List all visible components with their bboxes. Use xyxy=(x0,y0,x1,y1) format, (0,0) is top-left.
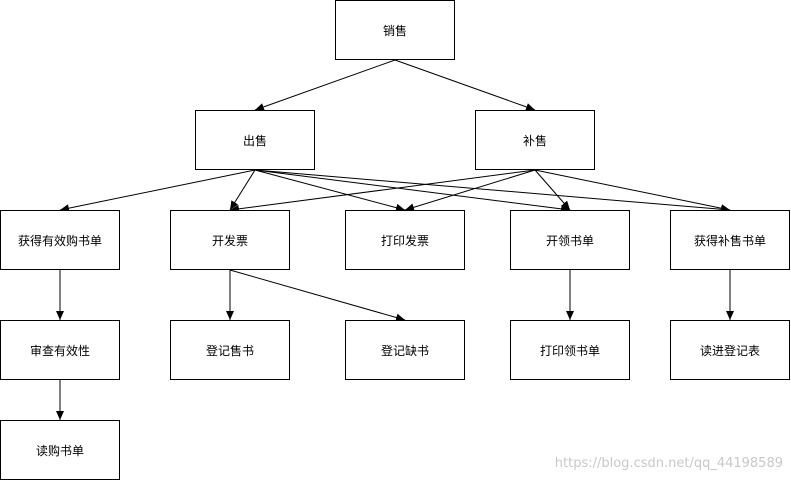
node-label: 登记售书 xyxy=(205,343,254,358)
node-label: 获得补售书单 xyxy=(693,233,766,248)
node-read-order[interactable]: 读购书单 xyxy=(0,420,120,480)
edge-sell-to-restock-list xyxy=(254,169,731,214)
node-pick-list[interactable]: 开领书单 xyxy=(510,210,630,270)
node-invoice[interactable]: 开发票 xyxy=(170,210,290,270)
node-print-invoice[interactable]: 打印发票 xyxy=(345,210,465,270)
node-label: 打印发票 xyxy=(380,233,429,248)
node-label: 登记缺书 xyxy=(380,343,429,358)
edges-layer xyxy=(56,59,734,420)
edge-root-to-sell xyxy=(254,59,396,111)
edge-sell-to-valid-order xyxy=(59,169,256,213)
node-label: 获得有效购书单 xyxy=(17,233,102,248)
node-label: 开发票 xyxy=(211,233,248,248)
edge-invoice-to-record-missing xyxy=(229,269,406,322)
edge-restock-to-print-invoice xyxy=(404,169,536,212)
edge-sell-to-pick-list xyxy=(254,169,571,213)
node-label: 审查有效性 xyxy=(29,343,90,358)
node-record-missing[interactable]: 登记缺书 xyxy=(345,320,465,380)
node-sell[interactable]: 出售 xyxy=(195,110,315,170)
node-valid-order[interactable]: 获得有效购书单 xyxy=(0,210,120,270)
edge-root-to-restock xyxy=(394,59,536,111)
node-restock-list[interactable]: 获得补售书单 xyxy=(670,210,790,270)
edge-restock-to-restock-list xyxy=(534,169,731,213)
node-label: 销售 xyxy=(382,23,407,38)
node-label: 补售 xyxy=(522,133,547,148)
edge-sell-to-print-invoice xyxy=(254,169,406,212)
node-label: 开领书单 xyxy=(545,233,594,248)
node-label: 读进登记表 xyxy=(699,343,760,358)
node-root[interactable]: 销售 xyxy=(335,0,455,60)
node-label: 读购书单 xyxy=(35,443,84,458)
edge-restock-to-invoice xyxy=(229,169,536,213)
node-label: 出售 xyxy=(242,133,267,148)
node-check-validity[interactable]: 审查有效性 xyxy=(0,320,120,380)
node-record-sold[interactable]: 登记售书 xyxy=(170,320,290,380)
node-print-pick-list[interactable]: 打印领书单 xyxy=(510,320,630,380)
edge-sell-to-invoice xyxy=(229,169,256,211)
node-label: 打印领书单 xyxy=(539,343,600,358)
edge-restock-to-pick-list xyxy=(534,169,571,211)
node-restock[interactable]: 补售 xyxy=(475,110,595,170)
watermark-text: https://blog.csdn.net/qq_44198589 xyxy=(554,456,783,471)
node-read-register[interactable]: 读进登记表 xyxy=(670,320,790,380)
